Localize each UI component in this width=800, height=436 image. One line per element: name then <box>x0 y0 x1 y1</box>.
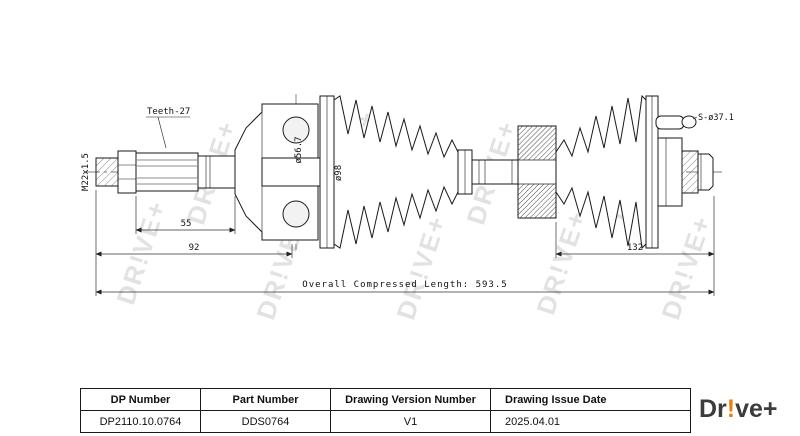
clamp-screw <box>681 115 697 129</box>
header-drawing-version: Drawing Version Number <box>330 388 491 411</box>
dimensions: 55 92 132 Overall Compressed Length: 593… <box>95 190 715 296</box>
overall-length-label: Overall Compressed Length: 593.5 <box>302 280 507 290</box>
header-issue-date: Drawing Issue Date <box>490 388 691 411</box>
thread-right-label: S-ø37.1 <box>698 113 734 123</box>
watermark-text: DR!VE+ <box>655 211 717 323</box>
logo-suffix: ve+ <box>735 395 778 423</box>
logo-prefix: Dr <box>699 395 727 423</box>
outer-cv-joint <box>234 103 321 241</box>
thread-left-label: M22x1.5 <box>81 153 91 191</box>
left-thread <box>95 157 119 187</box>
left-shaft-end <box>95 150 236 194</box>
dim-left-label: 92 <box>189 243 200 253</box>
header-dp-number: DP Number <box>80 388 201 411</box>
clamp-band <box>655 115 685 130</box>
intermediate-shaft <box>471 159 519 185</box>
header-part-number: Part Number <box>200 388 331 411</box>
joint-diameter-label: ø56.7 <box>294 136 304 163</box>
hex-nut <box>117 150 137 194</box>
value-part-number: DDS0764 <box>200 410 331 433</box>
watermark-text: DR!VE+ <box>390 211 452 323</box>
joint-shaft <box>261 157 321 187</box>
value-issue-date: 2025.04.01 <box>490 410 691 433</box>
watermark-text: DR!VE+ <box>530 206 592 318</box>
joint-cylinder <box>657 137 683 207</box>
value-drawing-version: V1 <box>330 410 491 433</box>
left-boot <box>319 95 473 249</box>
brand-logo: Dr!ve+ <box>699 395 778 424</box>
value-dp-number: DP2110.10.0764 <box>80 410 201 433</box>
right-thread <box>697 153 714 191</box>
boot-diameter-label: ø98 <box>334 165 344 181</box>
title-block-value-row: DP2110.10.0764 DDS0764 V1 2025.04.01 <box>80 410 691 433</box>
clamp-detail: S-ø37.1 <box>655 113 734 130</box>
right-spline <box>681 150 699 194</box>
logo-exclamation: ! <box>726 395 736 423</box>
watermark-text: DR!VE+ <box>110 196 172 308</box>
axle-technical-drawing: DR!VE+ DR!VE+ DR!VE+ DR!VE+ DR!VE+ DR!VE… <box>81 94 734 323</box>
bearing-ball-bottom <box>282 200 310 228</box>
dim-spline-label: 55 <box>181 219 192 229</box>
annotations: Teeth-27 M22x1.5 ø56.7 ø98 <box>81 107 344 191</box>
bearing-ball-top <box>282 116 310 144</box>
right-shaft-end <box>657 137 714 207</box>
inner-joint <box>517 125 557 219</box>
spline-section <box>135 152 199 192</box>
title-block-header-row: DP Number Part Number Drawing Version Nu… <box>80 388 691 411</box>
teeth-label: Teeth-27 <box>147 107 190 117</box>
title-block: DP Number Part Number Drawing Version Nu… <box>80 388 691 433</box>
shaft-step <box>197 155 236 189</box>
dim-right-label: 132 <box>627 243 643 253</box>
